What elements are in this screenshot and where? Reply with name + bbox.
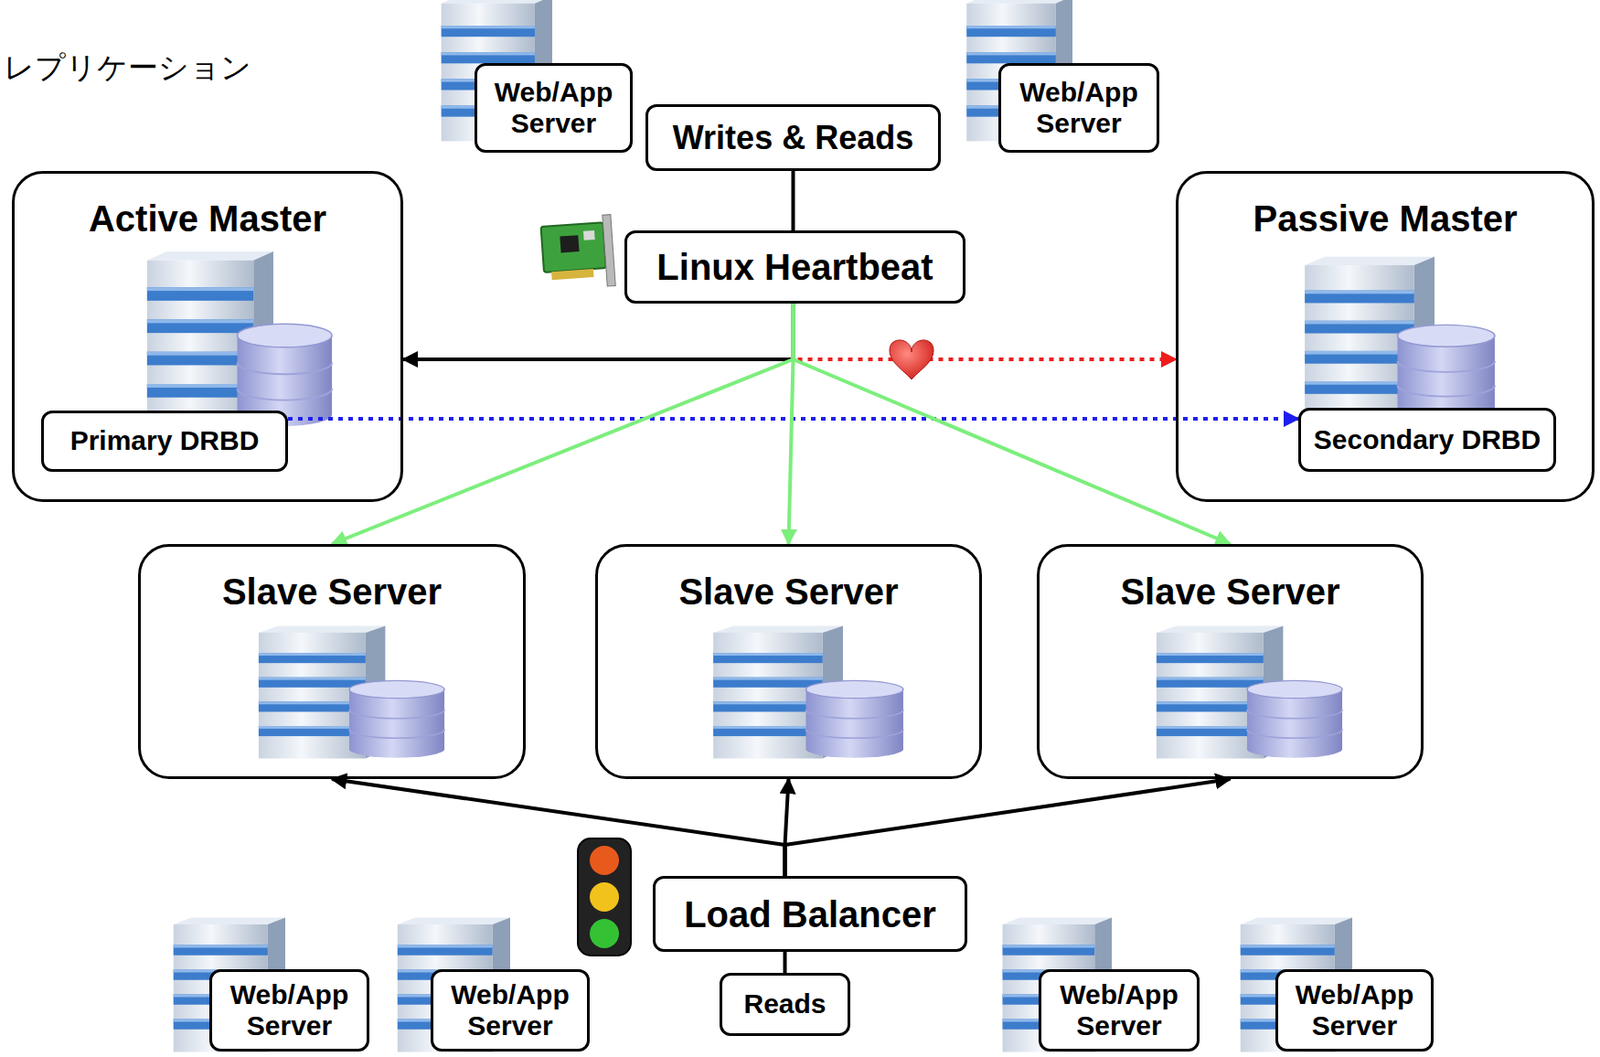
master-group: Passive MasterSecondary DRBD <box>1175 170 1595 502</box>
traffic-light-icon <box>577 838 631 956</box>
network-card-icon <box>540 214 616 291</box>
connector <box>785 778 1231 876</box>
server-box: Web/App Server <box>474 63 633 153</box>
traffic-box: Reads <box>719 972 851 1036</box>
box-label: Web/App Server <box>1008 76 1150 140</box>
load-balancer-box: Load Balancer <box>652 875 968 952</box>
connector <box>791 170 796 231</box>
group-title: Slave Server <box>222 570 442 613</box>
traffic-box: Writes & Reads <box>645 104 941 171</box>
server-box: Web/App Server <box>209 969 370 1052</box>
connector <box>331 778 786 876</box>
box-label: Web/App Server <box>484 76 623 140</box>
slave-group: Slave Server <box>138 544 526 779</box>
group-title: Slave Server <box>1120 570 1340 613</box>
box-label: Secondary DRBD <box>1313 424 1541 457</box>
box-label: Web/App Server <box>1285 979 1424 1043</box>
master-group: Active MasterPrimary DRBD <box>11 170 404 502</box>
connector <box>403 303 794 360</box>
section-heading: レプリケーション <box>3 47 252 89</box>
box-label: Web/App Server <box>219 979 360 1043</box>
heart-icon <box>889 340 934 380</box>
server-box: Web/App Server <box>998 63 1160 153</box>
server-box: Web/App Server <box>430 969 590 1052</box>
box-label: Web/App Server <box>440 979 580 1043</box>
box-label: Writes & Reads <box>672 118 914 157</box>
server-box: Web/App Server <box>1275 969 1434 1052</box>
connector <box>793 303 1177 360</box>
slave-group: Slave Server <box>1036 544 1424 779</box>
slave-group: Slave Server <box>595 544 982 779</box>
heartbeat-box: Linux Heartbeat <box>624 230 966 304</box>
box-label: Load Balancer <box>683 893 937 936</box>
server-box: Web/App Server <box>1038 969 1200 1052</box>
group-title: Slave Server <box>678 570 898 613</box>
drbd-box: Primary DRBD <box>41 410 288 472</box>
box-label: Reads <box>743 988 826 1021</box>
box-label: Primary DRBD <box>70 425 260 458</box>
group-title: Active Master <box>88 197 327 240</box>
group-title: Passive Master <box>1252 197 1517 240</box>
connector <box>783 951 788 973</box>
drbd-box: Secondary DRBD <box>1298 407 1557 472</box>
box-label: Web/App Server <box>1048 979 1190 1043</box>
box-label: Linux Heartbeat <box>656 245 933 288</box>
connector <box>793 303 1231 544</box>
